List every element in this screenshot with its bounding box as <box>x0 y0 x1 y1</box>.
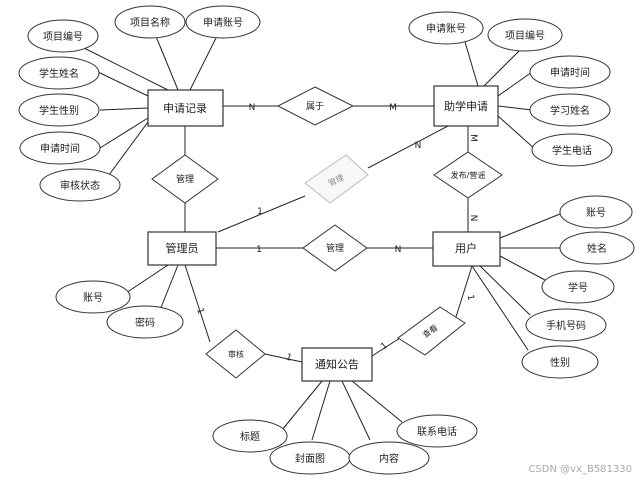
card-app-admin-manage: N <box>415 141 422 151</box>
attr-admin-password: 密码 <box>106 305 184 339</box>
rel-admin-user-manage: 管理 <box>302 224 368 272</box>
entity-admin: 管理员 <box>147 231 217 266</box>
attr-app-apply-time: 申请时间 <box>529 55 611 89</box>
rel-admin-app-manage: 管理 <box>304 154 369 204</box>
rel-review: 审核 <box>205 329 266 379</box>
attr-notice-phone: 联系电话 <box>396 414 478 448</box>
svg-text:通知公告: 通知公告 <box>315 357 359 371</box>
attr-app-student-phone: 学生电话 <box>531 133 613 167</box>
svg-text:申请时间: 申请时间 <box>550 66 590 79</box>
svg-text:申请账号: 申请账号 <box>203 16 243 29</box>
svg-text:申请账号: 申请账号 <box>426 22 466 35</box>
svg-text:申请记录: 申请记录 <box>163 102 207 115</box>
card-notice-review: 1 <box>284 352 293 363</box>
svg-text:学习姓名: 学习姓名 <box>550 104 590 117</box>
attr-user-gender: 性别 <box>521 345 599 379</box>
attr-admin-account: 账号 <box>55 280 131 314</box>
svg-text:内容: 内容 <box>379 452 399 465</box>
svg-text:管理: 管理 <box>176 173 194 185</box>
svg-text:用户: 用户 <box>455 241 477 255</box>
attr-notice-title: 标题 <box>212 419 288 453</box>
entity-notice: 通知公告 <box>301 347 373 382</box>
svg-text:封面图: 封面图 <box>295 452 325 465</box>
attr-user-phone: 手机号码 <box>525 308 607 342</box>
svg-text:账号: 账号 <box>83 292 103 304</box>
svg-text:项目编号: 项目编号 <box>505 29 545 42</box>
card-admin-review: 1 <box>194 307 205 316</box>
entity-user: 用户 <box>432 231 501 267</box>
attr-record-project-name: 项目名称 <box>114 5 186 39</box>
card-user-publish: N <box>468 215 478 222</box>
svg-text:性别: 性别 <box>550 356 570 369</box>
entity-assistance-application: 助学申请 <box>433 85 499 127</box>
attr-record-review-status: 审核状态 <box>39 168 121 202</box>
svg-text:项目名称: 项目名称 <box>130 16 170 29</box>
connector-lines <box>79 33 566 441</box>
attr-app-apply-account: 申请账号 <box>408 11 484 45</box>
attr-user-student-no: 学号 <box>541 270 615 304</box>
svg-text:学生性别: 学生性别 <box>39 104 79 117</box>
card-user-admin: N <box>395 245 402 255</box>
svg-text:账号: 账号 <box>586 207 606 219</box>
card-app-belongs: M <box>389 103 397 113</box>
attr-record-student-gender: 学生性别 <box>18 93 100 127</box>
attr-user-name: 姓名 <box>559 231 635 265</box>
attr-record-project-no: 项目编号 <box>27 19 99 53</box>
rel-view: 查看 <box>397 306 466 356</box>
svg-text:发布/营谣: 发布/营谣 <box>451 170 486 180</box>
svg-text:申请时间: 申请时间 <box>40 142 80 155</box>
card-admin-app-manage: 1 <box>257 207 263 217</box>
rel-publish-approve: 发布/营谣 <box>433 151 503 199</box>
attr-record-student-name: 学生姓名 <box>18 56 100 90</box>
card-admin-user: 1 <box>256 245 262 255</box>
svg-text:学生电话: 学生电话 <box>552 144 592 157</box>
svg-text:属于: 属于 <box>306 101 324 112</box>
watermark-text: CSDN @vx_B581330 <box>528 464 632 475</box>
attr-app-student-name: 学习姓名 <box>529 93 611 127</box>
card-notice-view: 1 <box>379 341 390 352</box>
attr-record-apply-account: 申请账号 <box>185 5 261 39</box>
svg-text:助学申请: 助学申请 <box>444 99 488 113</box>
entity-application-record: 申请记录 <box>147 89 224 127</box>
svg-text:项目编号: 项目编号 <box>43 30 83 43</box>
svg-text:学号: 学号 <box>568 281 588 294</box>
card-record-belongs: N <box>249 103 256 113</box>
cardinality-labels: N M M N 1 N 1 N 1 1 1 1 <box>194 103 478 364</box>
rel-admin-record-manage: 管理 <box>151 154 219 204</box>
attr-notice-content: 内容 <box>348 441 430 475</box>
card-app-publish: M <box>468 134 478 142</box>
svg-text:学生姓名: 学生姓名 <box>39 67 79 80</box>
svg-text:管理员: 管理员 <box>166 241 199 255</box>
svg-text:姓名: 姓名 <box>587 242 607 255</box>
svg-text:审核状态: 审核状态 <box>60 179 100 192</box>
svg-text:联系电话: 联系电话 <box>417 425 457 438</box>
svg-text:密码: 密码 <box>135 316 155 329</box>
card-user-view: 1 <box>465 294 476 301</box>
rel-belongs-to: 属于 <box>276 86 355 126</box>
svg-text:标题: 标题 <box>240 431 260 443</box>
svg-text:手机号码: 手机号码 <box>546 319 586 332</box>
attr-record-apply-time: 申请时间 <box>19 131 101 165</box>
svg-text:管理: 管理 <box>326 242 344 254</box>
svg-text:审核: 审核 <box>228 349 244 359</box>
attr-notice-cover: 封面图 <box>269 441 351 475</box>
attr-app-project-no: 项目编号 <box>487 18 563 52</box>
attr-user-account: 账号 <box>559 195 633 229</box>
